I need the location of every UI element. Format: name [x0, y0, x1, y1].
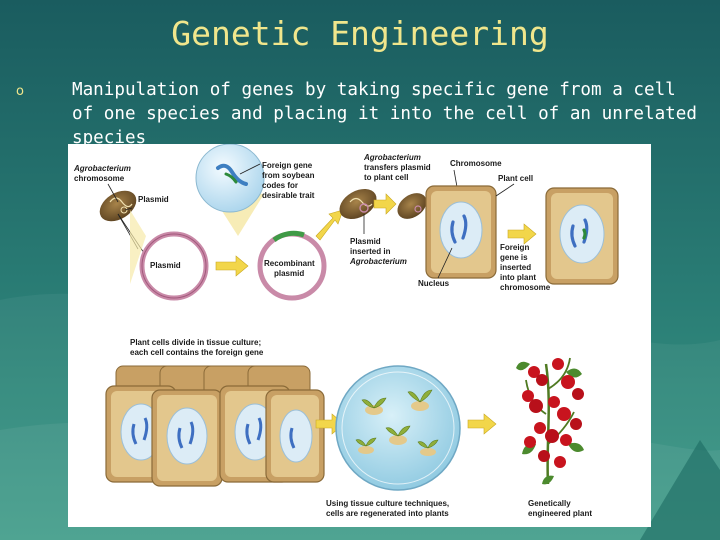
- foreign-gene-inserted-label-4: into plant: [500, 273, 536, 282]
- diagram-canvas: Agrobacterium chromosome Plasmid Plasmid: [73, 143, 619, 518]
- plasmid-top-label: Plasmid: [138, 195, 169, 204]
- chromosome-top-label: Chromosome: [450, 159, 502, 168]
- tissue-culture-label-2: cells are regenerated into plants: [326, 509, 449, 518]
- chromosome-label: chromosome: [74, 174, 125, 183]
- recombinant-label-1: Recombinant: [264, 259, 315, 268]
- arrow-icon: [215, 255, 249, 277]
- recombinant-label-2: plasmid: [274, 269, 304, 278]
- slide-title: Genetic Engineering: [171, 14, 549, 53]
- tomato-plant-icon: [516, 357, 584, 485]
- plasmid-inserted-label-1: Plasmid: [350, 237, 381, 246]
- plant-cell-label: Plant cell: [498, 174, 533, 183]
- foreign-gene-label-2: from soybean: [262, 171, 315, 180]
- plasmid-inserted-label-2: inserted in: [350, 247, 391, 256]
- slide-description: Manipulation of genes by taking specific…: [72, 80, 697, 148]
- recombinant-plasmid-ring: [257, 230, 327, 301]
- foreign-gene-label-4: desirable trait: [262, 191, 315, 200]
- plant-cell: [425, 185, 497, 279]
- foreign-gene-label-3: codes for: [262, 181, 298, 190]
- agrobacterium-cell-2: [339, 188, 377, 220]
- plant-cell-transformed: [545, 187, 619, 285]
- foreign-gene-inserted-label-1: Foreign: [500, 243, 529, 252]
- plasmid-ring-label: Plasmid: [150, 261, 181, 270]
- agro-transfers-label-2: transfers plasmid: [364, 163, 431, 172]
- agro-transfers-label-3: to plant cell: [364, 173, 408, 182]
- engineered-plant-label-1: Genetically: [528, 499, 571, 508]
- agrobacterium-cell-3: [397, 193, 427, 219]
- arrow-icon: [373, 193, 397, 215]
- arrow-icon: [315, 209, 344, 241]
- hollow-circle-bullet-icon: o: [16, 84, 24, 99]
- soybean-cell-bubble: [195, 143, 265, 236]
- tissue-culture-label-1: Using tissue culture techniques,: [326, 499, 449, 508]
- cells-divide-label-2: each cell contains the foreign gene: [130, 348, 264, 357]
- tissue-culture-cell-cluster: [105, 365, 325, 487]
- agrobacterium-label: Agrobacterium: [73, 164, 131, 173]
- foreign-gene-inserted-label-3: inserted: [500, 263, 531, 272]
- cells-divide-label-1: Plant cells divide in tissue culture;: [130, 338, 261, 347]
- foreign-gene-inserted-label-2: gene is: [500, 253, 528, 262]
- foreign-gene-inserted-label-5: chromosome: [500, 283, 551, 292]
- nucleus-label: Nucleus: [418, 279, 450, 288]
- genetic-engineering-figure: Agrobacterium chromosome Plasmid Plasmid: [68, 143, 651, 527]
- foreign-gene-label-1: Foreign gene: [262, 161, 313, 170]
- plasmid-ring: [139, 231, 209, 301]
- petri-dish-with-plantlets: [335, 365, 461, 491]
- plasmid-inserted-label-3: Agrobacterium: [349, 257, 407, 266]
- agrobacterium-cell: [99, 190, 137, 222]
- arrow-icon: [467, 413, 497, 435]
- arrow-icon: [507, 223, 537, 245]
- agro-transfers-label-1: Agrobacterium: [363, 153, 421, 162]
- engineered-plant-label-2: engineered plant: [528, 509, 592, 518]
